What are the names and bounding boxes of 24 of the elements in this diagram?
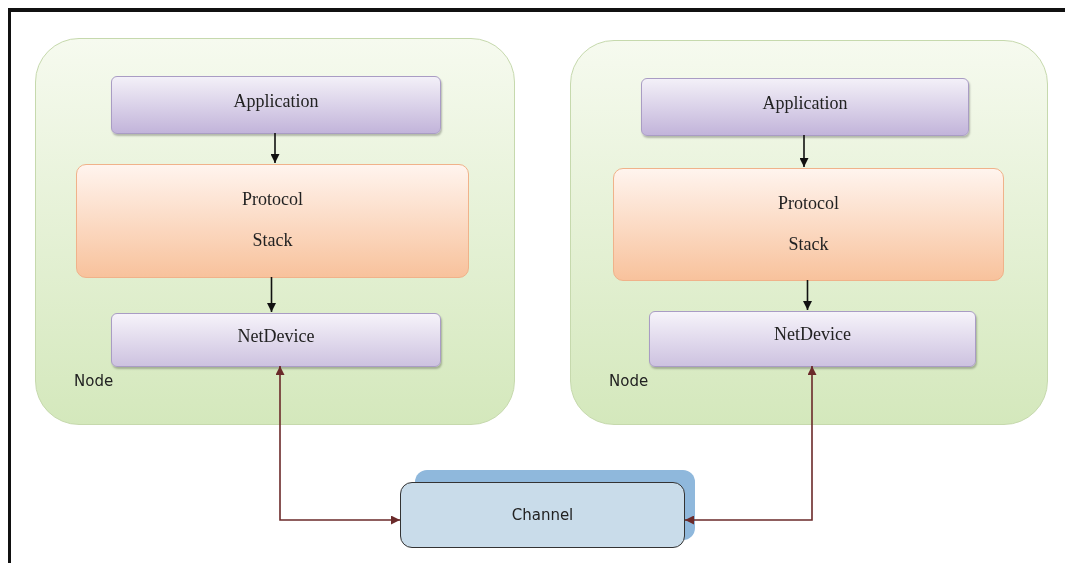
- node-label: Node: [609, 372, 649, 390]
- node-container: [570, 40, 1048, 425]
- arrow: [684, 365, 817, 525]
- application-box: [111, 76, 441, 134]
- netdevice-box: [649, 311, 976, 367]
- protocol-stack-box: [613, 168, 1004, 281]
- arrow: [275, 365, 401, 525]
- arrow: [267, 276, 276, 313]
- protocol-stack-box: [76, 164, 469, 278]
- box-label: Application: [233, 91, 319, 113]
- box-label: Protocol Stack: [777, 192, 840, 257]
- box-label: Application: [762, 93, 848, 115]
- node-label: Node: [74, 372, 114, 390]
- channel-box: [400, 482, 685, 548]
- arrow: [803, 279, 812, 311]
- application-box: [641, 78, 969, 136]
- netdevice-box: [111, 313, 441, 367]
- box-label: Protocol Stack: [241, 188, 304, 253]
- box-label: NetDevice: [237, 326, 315, 348]
- box-label: Channel: [511, 506, 574, 524]
- arrow: [270, 132, 280, 164]
- node-container: [35, 38, 515, 425]
- box-label: NetDevice: [774, 324, 851, 346]
- arrow: [799, 134, 809, 168]
